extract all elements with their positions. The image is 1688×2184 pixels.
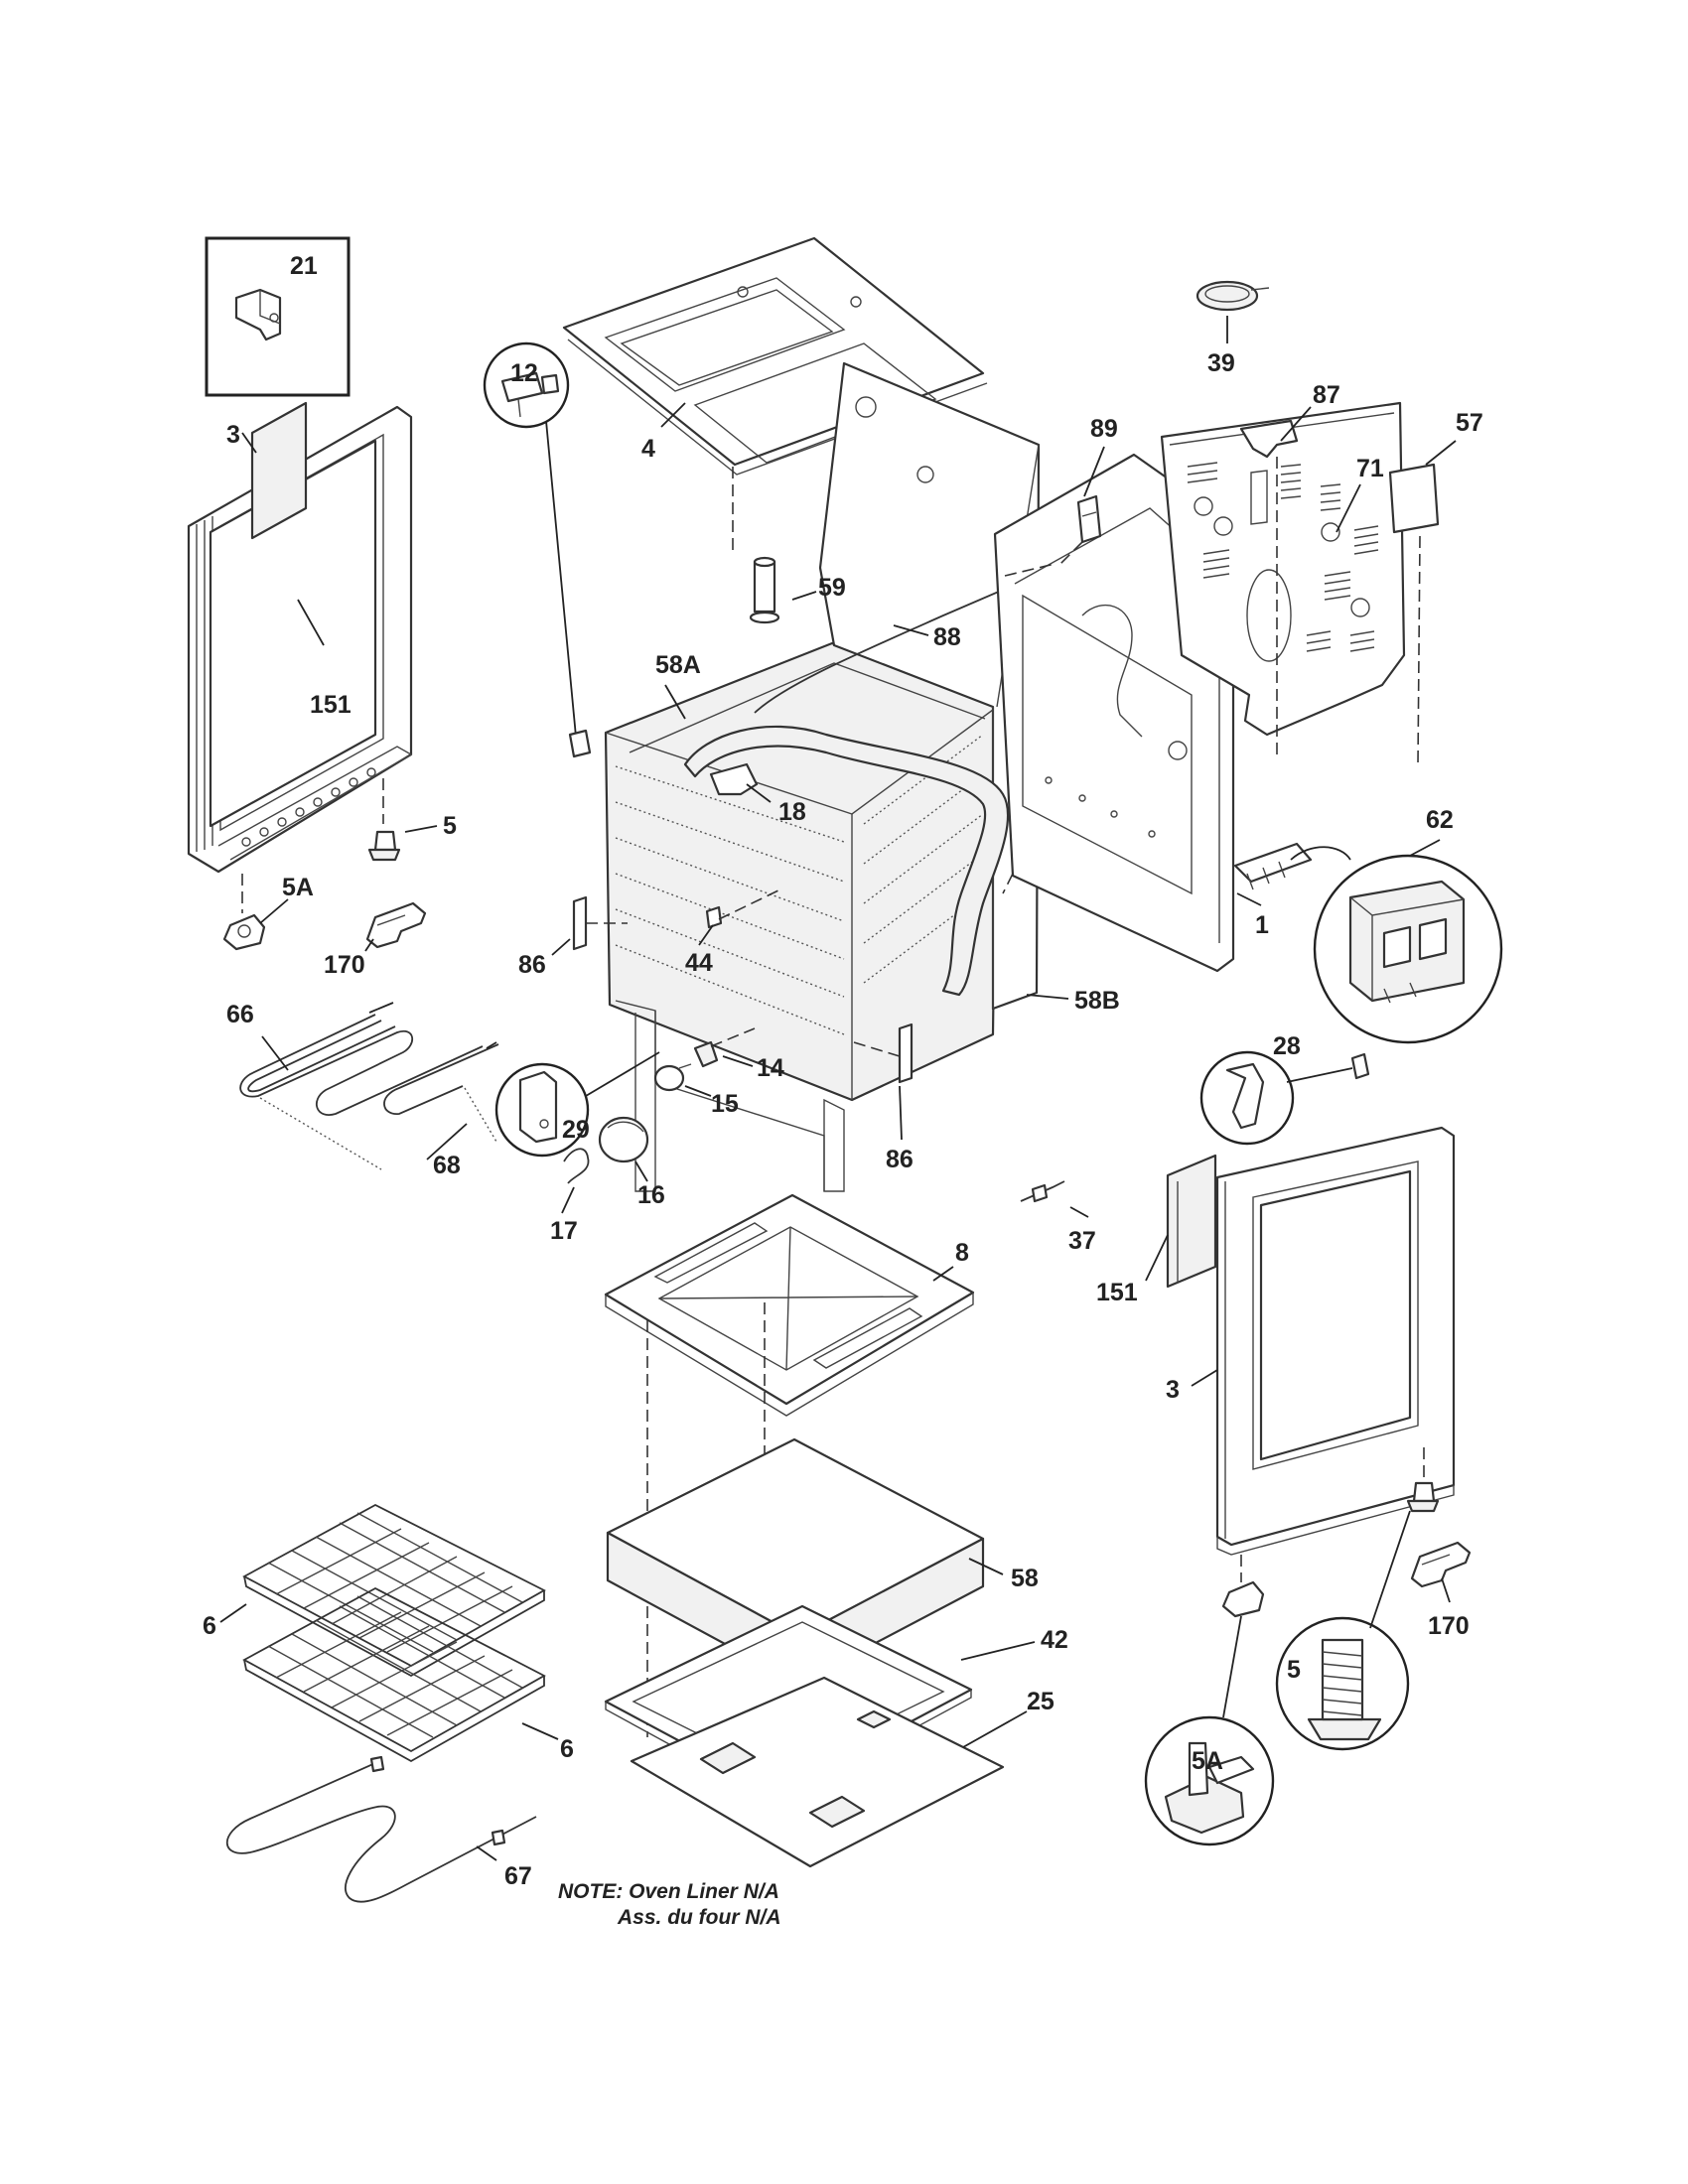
bracket-170-right [1410,1541,1472,1588]
part-59 [749,556,780,624]
callout-58A: 58A [655,651,701,679]
part-16 [598,1116,649,1163]
callout-68: 68 [433,1152,461,1179]
part-89 [1057,494,1102,567]
callout-86-right: 86 [886,1146,914,1173]
callout-29: 29 [562,1116,590,1144]
callout-42: 42 [1041,1626,1068,1654]
part-28-inset [1199,1050,1370,1146]
callout-25: 25 [1027,1688,1055,1715]
callout-67: 67 [504,1862,532,1890]
callout-89: 89 [1090,415,1118,443]
part-151-right [1166,1154,1217,1289]
callout-4: 4 [641,435,655,463]
leg-5A-right [1221,1555,1265,1618]
oven-rack-lower [242,1586,546,1763]
callout-39: 39 [1207,349,1235,377]
callout-58: 58 [1011,1565,1039,1592]
callout-71: 71 [1356,455,1384,482]
callout-170-right: 170 [1428,1612,1470,1640]
part-17 [563,1148,590,1184]
part-87 [1239,419,1299,754]
note-line-1: NOTE: Oven Liner N/A [558,1880,779,1903]
leg-5-inset [1275,1510,1411,1751]
callout-15: 15 [711,1090,739,1118]
callout-151-left: 151 [310,691,352,719]
callout-6-lower: 6 [560,1735,574,1763]
callout-86-left: 86 [518,951,546,979]
bake-element-67 [225,1755,537,1903]
callout-21: 21 [290,252,318,280]
callout-3-right: 3 [1166,1376,1180,1404]
leader-lines [219,316,1457,1861]
door-hinge-holes [241,767,376,847]
callout-6-upper: 6 [203,1612,216,1640]
callout-59: 59 [818,574,846,602]
callout-170-left: 170 [324,951,365,979]
callout-88: 88 [933,623,961,651]
callout-labels: 21 3 151 5 5A 170 66 68 4 59 12 58A 88 1… [203,252,1483,1890]
broil-element-68 [259,1041,499,1170]
part-86-right [853,1023,914,1084]
callout-37: 37 [1068,1227,1096,1255]
part-39 [1196,280,1270,312]
wire-88 [754,571,1046,714]
broil-element-66 [239,1002,484,1116]
part-62 [1233,842,1351,890]
callout-5-left: 5 [443,812,457,840]
back-panel-1 [993,453,1235,973]
part-44 [705,888,781,929]
callout-16: 16 [637,1181,665,1209]
callout-44: 44 [685,949,713,977]
part-21-inset [205,236,351,397]
bottom-cover-25 [630,1676,1005,1868]
callout-17: 17 [550,1217,578,1245]
oven-rack-upper [242,1503,546,1678]
part-37 [1020,1180,1065,1203]
part-57 [1388,463,1440,765]
callout-14: 14 [757,1054,784,1082]
part-12-inset [483,341,592,758]
callout-57: 57 [1456,409,1483,437]
note-line-2: Ass. du four N/A [617,1906,781,1929]
callout-3-left: 3 [226,421,240,449]
callout-87: 87 [1313,381,1340,409]
callout-66: 66 [226,1001,254,1028]
callout-62: 62 [1426,806,1454,834]
oven-bottom-8 [604,1193,975,1417]
right-side-panel [1215,1126,1456,1556]
leveling-leg-5A-left [222,874,266,951]
callout-8: 8 [955,1239,969,1267]
callout-28: 28 [1273,1032,1301,1060]
callout-18: 18 [778,798,806,826]
left-side-panel [187,401,413,874]
part-29-inset [494,1051,660,1158]
callout-5-right: 5 [1287,1656,1301,1684]
note-block: NOTE: Oven Liner N/A Ass. du four N/A [558,1880,781,1929]
leveling-leg-5-left [367,778,401,862]
callout-5A-right: 5A [1192,1747,1223,1775]
part-14 [693,1027,756,1068]
callout-12: 12 [510,359,538,387]
callout-151-right: 151 [1096,1279,1138,1306]
part-62-inset [1313,854,1503,1044]
leg-5A-inset [1144,1615,1275,1846]
part-86-left [572,895,628,951]
part-18 [709,762,772,803]
vent-slots [1187,462,1379,652]
callout-5A-left: 5A [282,874,314,901]
callout-1: 1 [1255,911,1269,939]
leg-5-right [1406,1447,1440,1513]
callout-58B: 58B [1074,987,1120,1015]
part-15 [653,1063,692,1092]
bracket-170-left [365,901,427,949]
oven-cavity-58A [604,641,999,1192]
